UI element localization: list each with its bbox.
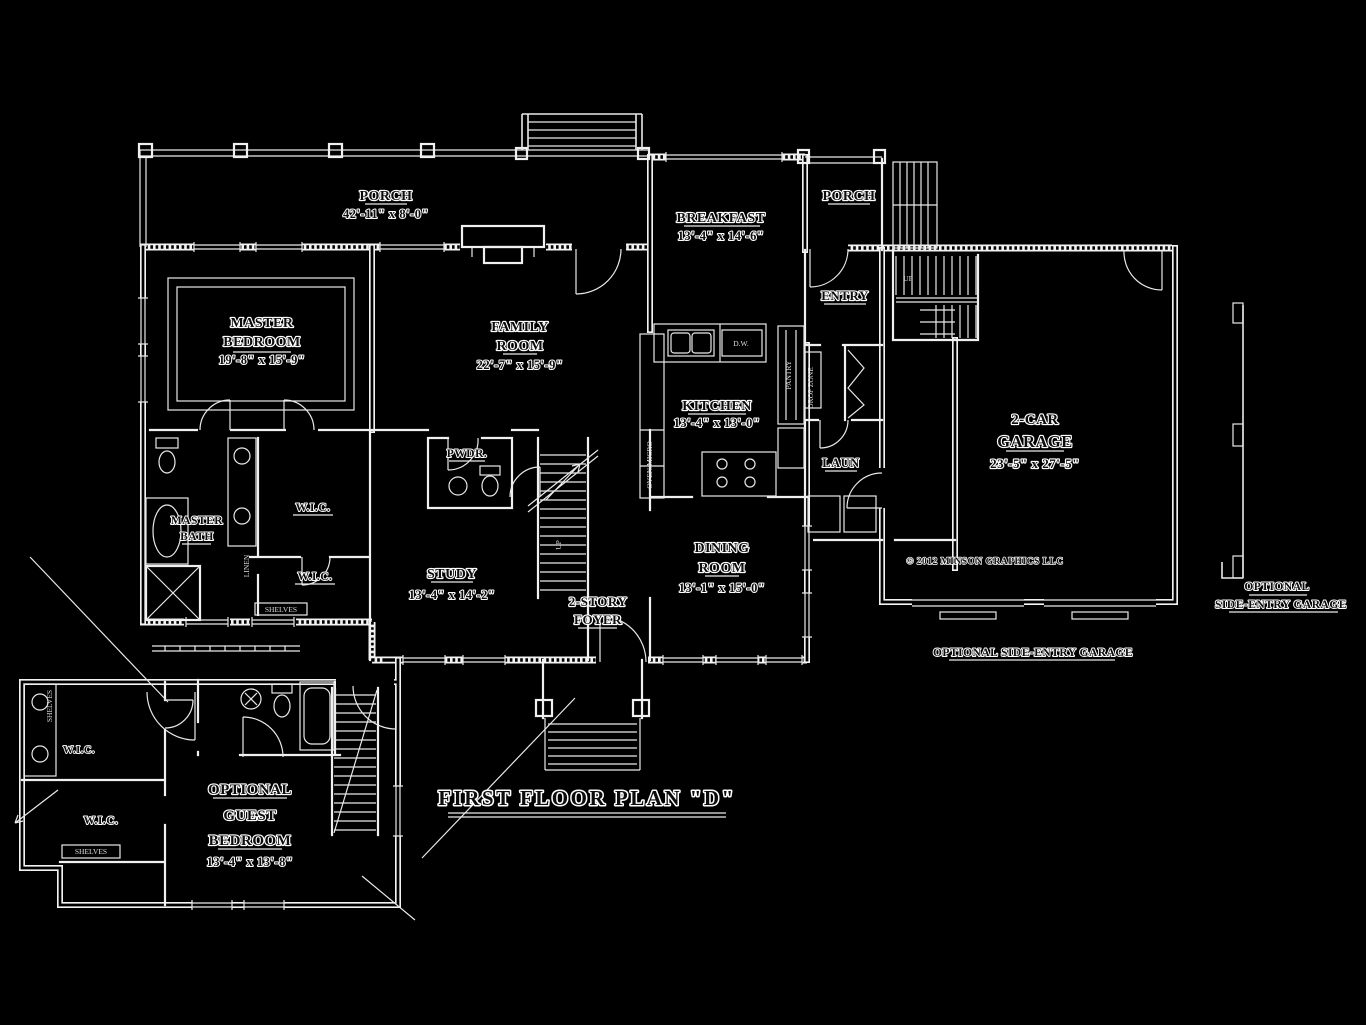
label-foyer-1: 2-STORY xyxy=(569,594,628,609)
label-wic-4: W.I.C. xyxy=(84,815,119,827)
label-family-room-dims: 22'-7" x 15'-9" xyxy=(477,358,564,372)
master-bedroom-tray xyxy=(167,277,355,411)
label-dining-2: ROOM xyxy=(698,561,745,576)
entry-laundry-fixtures xyxy=(804,349,877,533)
label-study-dims: 13'-4" x 14'-2" xyxy=(409,588,496,602)
label-side-entry-right-1: OPTIONAL xyxy=(1244,581,1309,593)
side-steps xyxy=(892,161,938,249)
label-wic-3: W.I.C. xyxy=(63,745,95,756)
front-stoop xyxy=(534,658,651,771)
label-guest-3: BEDROOM xyxy=(209,833,292,849)
kitchen-fixtures xyxy=(639,323,805,499)
label-powder: PWDR. xyxy=(447,448,488,460)
label-master-bedroom-dims: 19'-8" x 15'-9" xyxy=(219,353,306,367)
label-breakfast: BREAKFAST xyxy=(676,211,765,226)
label-linen: LINEN xyxy=(242,554,251,577)
label-side-entry-right-2: SIDE-ENTRY GARAGE xyxy=(1215,599,1347,611)
powder-fixtures xyxy=(448,465,501,497)
label-up-foyer: UP xyxy=(554,540,563,550)
label-guest-dims: 13'-4" x 13'-8" xyxy=(207,855,294,869)
label-pantry: PANTRY xyxy=(784,360,793,389)
label-porch-rear: PORCH xyxy=(822,189,875,204)
master-bath-fixtures xyxy=(144,437,308,622)
label-entry: ENTRY xyxy=(821,288,869,303)
label-garage-1: 2-CAR xyxy=(1011,412,1059,428)
label-underlines xyxy=(182,203,1338,850)
label-laundry: LAUN xyxy=(822,456,859,470)
fireplace xyxy=(460,224,546,265)
label-dw: D.W. xyxy=(733,339,749,348)
label-garage-2: GARAGE xyxy=(997,432,1072,451)
rear-porch xyxy=(796,148,938,249)
stairs-entry xyxy=(895,256,978,338)
label-wic-2: W.I.C. xyxy=(298,571,333,583)
label-dining-dims: 13'-1" x 15'-0" xyxy=(679,581,766,595)
plan-title: FIRST FLOOR PLAN "D" xyxy=(438,786,736,810)
label-shelves-master: SHELVES xyxy=(265,605,297,614)
label-study: STUDY xyxy=(427,567,477,582)
wall-openings xyxy=(137,151,1156,911)
label-shelves-guest-vertical: SHELVES xyxy=(45,690,54,722)
optional-side-entry-indicator xyxy=(1221,302,1244,579)
label-porch-front: PORCH xyxy=(359,189,412,204)
label-porch-front-dims: 42'-11" x 8'-0" xyxy=(343,207,429,221)
label-kitchen: KITCHEN xyxy=(682,399,752,414)
label-up-entry: UP xyxy=(903,274,913,283)
stairs-guest-wing xyxy=(330,686,380,837)
roof-lines xyxy=(14,556,576,921)
label-master-bedroom-2: BEDROOM xyxy=(223,335,300,350)
labels: PORCH 42'-11" x 8'-0" MASTER BEDROOM 19'… xyxy=(45,188,1347,870)
label-foyer-2: FOYER xyxy=(574,612,622,627)
label-dining-1: DINING xyxy=(694,541,749,556)
label-family-room-1: FAMILY xyxy=(491,320,548,335)
label-guest-2: GUEST xyxy=(223,808,276,824)
label-drop-zone: DROP ZONE xyxy=(806,367,815,409)
stairs-foyer xyxy=(527,449,599,591)
walls-interior xyxy=(20,157,980,907)
garage-doors xyxy=(912,599,1156,620)
label-master-bath-2: BATH xyxy=(180,531,214,543)
label-wic-1: W.I.C. xyxy=(296,502,331,514)
label-copyright: © 2012 MINSON GRAPHICS LLC xyxy=(906,556,1063,567)
front-porch xyxy=(137,113,651,265)
label-kitchen-dims: 13'-4" x 13'-0" xyxy=(674,416,761,430)
label-master-bedroom-1: MASTER xyxy=(231,316,294,331)
label-side-entry-bottom: OPTIONAL SIDE-ENTRY GARAGE xyxy=(933,647,1133,659)
label-guest-1: OPTIONAL xyxy=(208,782,292,798)
windows xyxy=(138,152,812,910)
porch-steps-top xyxy=(521,113,643,150)
label-oven-micro: OVEN/MICRO xyxy=(645,441,654,489)
walls-hatched xyxy=(140,153,1172,664)
label-master-bath-1: MASTER xyxy=(171,515,223,527)
label-breakfast-dims: 13'-4" x 14'-6" xyxy=(678,229,765,243)
guest-wing-fixtures xyxy=(23,681,335,859)
label-family-room-2: ROOM xyxy=(496,339,543,354)
label-shelves-guest: SHELVES xyxy=(75,847,107,856)
label-garage-dims: 23'-5" x 27'-5" xyxy=(990,456,1080,471)
